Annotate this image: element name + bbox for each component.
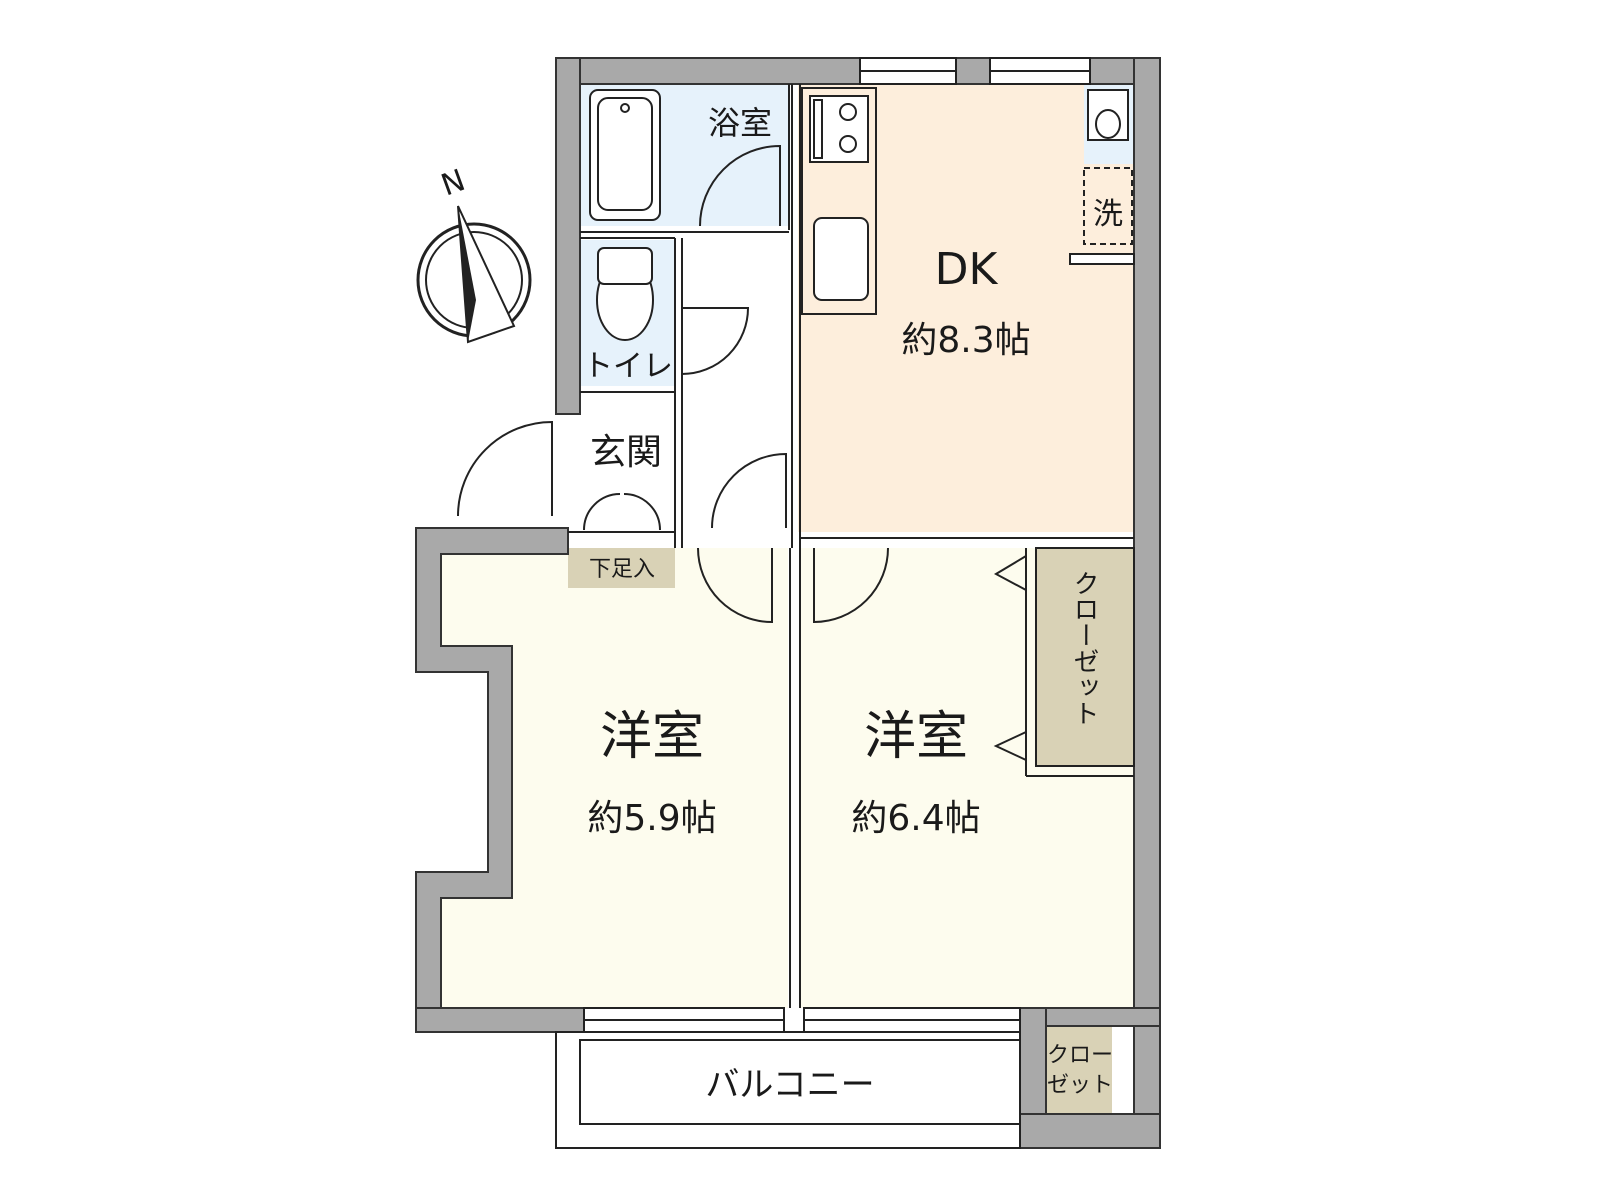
- western-room1-floor: [441, 548, 788, 1008]
- closet-vertical-label: クローゼット: [1069, 570, 1099, 726]
- shoe-cabinet-floor: [568, 548, 675, 588]
- dk-door-icon[interactable]: [711, 452, 787, 529]
- shoe-door-left-icon[interactable]: [583, 493, 621, 531]
- bath-door-icon[interactable]: [699, 144, 781, 227]
- washer-space: [1083, 167, 1133, 245]
- entrance-door-icon[interactable]: [457, 420, 553, 517]
- compass-north-label: N: [437, 163, 470, 204]
- wash-basin-bowl-icon: [1095, 109, 1121, 139]
- western-room2-name-label: 洋室: [864, 707, 968, 767]
- entrance-label: 玄関: [590, 432, 662, 473]
- burner-icon: [839, 135, 857, 153]
- toilet-label: トイレ: [583, 349, 673, 384]
- western-room1-name-label: 洋室: [600, 707, 704, 767]
- closet-door-top: [993, 555, 1027, 591]
- western-room2-size-label: 約6.4帖: [851, 798, 980, 839]
- wall-bottom-closet: [1019, 1113, 1161, 1149]
- bath-label: 浴室: [708, 104, 772, 142]
- wall-bottom: [415, 1007, 585, 1033]
- drain-icon: [620, 103, 630, 113]
- bathtub-inner-icon: [597, 97, 653, 211]
- burner-icon: [839, 103, 857, 121]
- room1-door-icon[interactable]: [697, 547, 773, 624]
- washer-shelf: [1069, 253, 1135, 265]
- closet-small-floor: [1046, 1022, 1112, 1114]
- shoe-cabinet-label: 下足入: [589, 557, 655, 582]
- dk-name-label: DK: [935, 244, 999, 295]
- closet-door-bottom: [993, 731, 1027, 761]
- wall-left-upper: [555, 57, 581, 415]
- wall-left-lower: [415, 527, 569, 1009]
- shoe-door-right-icon[interactable]: [623, 493, 661, 531]
- sink-icon: [813, 217, 869, 301]
- balcony-label: バルコニー: [705, 1065, 874, 1105]
- balcony-inner: [579, 1039, 1021, 1125]
- dk-size-label: 約8.3帖: [901, 320, 1030, 361]
- closet-small-label-line2: ゼット: [1047, 1073, 1113, 1098]
- north-arrow-icon: [416, 205, 532, 344]
- toilet-tank-icon: [597, 247, 653, 285]
- room2-door-icon[interactable]: [813, 547, 889, 624]
- washer-label: 洗: [1093, 197, 1123, 232]
- stove-grill-icon: [813, 99, 823, 159]
- western-room1-size-label: 約5.9帖: [587, 798, 716, 839]
- wall-right: [1133, 57, 1161, 1149]
- closet-small-label-line1: クロー: [1047, 1043, 1113, 1068]
- toilet-door-icon[interactable]: [681, 307, 750, 375]
- stove-icon: [809, 95, 869, 163]
- closet-vertical: [1035, 547, 1135, 767]
- wash-basin-icon: [1087, 89, 1129, 141]
